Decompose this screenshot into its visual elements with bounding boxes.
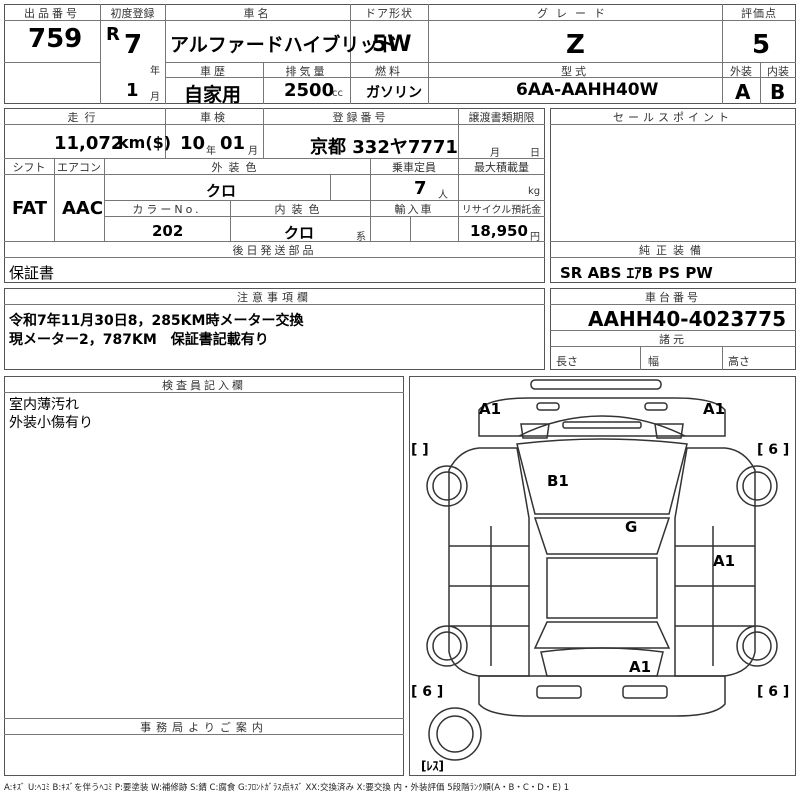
capacity: 7	[414, 178, 427, 199]
inspection-year-unit: 年	[206, 146, 216, 157]
interior-label: 内装	[767, 65, 789, 78]
vehicle-details-block	[4, 108, 545, 283]
int-color-label: 内装色	[274, 203, 326, 216]
mileage-unit: km($)	[118, 133, 172, 152]
shipping-label: 後日発送部品	[232, 244, 317, 257]
tire-rear-left: [ 6 ]	[411, 684, 443, 700]
model: 6AA-AAHH40W	[516, 80, 659, 100]
transfer-day-unit: 日	[530, 148, 540, 159]
notes-line-1: 令和7年11月30日8，285KM時メーター交換	[9, 313, 304, 329]
inspector-label: 検査員記入欄	[162, 379, 246, 392]
plate: 京都 332ヤ7771	[310, 137, 458, 158]
mark-g-windshield: G	[625, 518, 637, 536]
capacity-unit: 人	[438, 190, 448, 201]
era: R	[106, 24, 120, 45]
chassis-block	[550, 288, 796, 370]
history: 自家用	[184, 84, 242, 106]
history-label: 車歴	[200, 65, 228, 78]
recycle: 18,950	[470, 222, 528, 240]
lot-label: 出品番号	[24, 7, 80, 20]
mark-a1-right-side: A1	[713, 552, 735, 570]
first-reg-month: 1	[126, 80, 139, 101]
legend: A:ｷｽﾞ U:ﾍｺﾐ B:ｷｽﾞを伴うﾍｺﾐ P:要塗装 W:補修跡 S:錆 …	[4, 783, 570, 793]
lot-number: 759	[28, 24, 83, 54]
ext-color: クロ	[206, 182, 237, 200]
transfer-month-unit: 月	[490, 148, 500, 159]
door: 5W	[372, 32, 412, 57]
tire-front-left: [ ]	[411, 442, 429, 458]
plate-label: 登録番号	[332, 111, 389, 124]
mileage: 11,072	[54, 133, 124, 154]
car-name-label: 車名	[243, 7, 272, 20]
mileage-label: 走行	[67, 111, 102, 124]
sales-points-label: セールスポイント	[613, 111, 733, 124]
mark-a1-front-right: A1	[703, 400, 725, 418]
shift: FAT	[12, 198, 48, 219]
capacity-label: 乗車定員	[392, 161, 436, 174]
damage-diagram-frame	[409, 376, 796, 776]
score: 5	[752, 30, 771, 60]
fuel-label: 燃料	[375, 65, 403, 78]
load-label: 最大積載量	[474, 161, 529, 174]
displacement: 2500	[284, 80, 335, 101]
mark-a1-rear: A1	[629, 658, 651, 676]
color-no-label: カラーNo.	[132, 203, 202, 216]
exterior-label: 外装	[730, 65, 752, 78]
chassis-label: 車台番号	[645, 291, 701, 304]
score-label: 評価点	[741, 7, 777, 20]
equipment-value: SR ABS ｴｱB PS PW	[560, 264, 713, 282]
tire-rear-right: [ 6 ]	[757, 684, 789, 700]
inspection-month-unit: 月	[248, 146, 258, 157]
equipment-label: 純正装備	[639, 244, 707, 257]
color-no: 202	[152, 222, 184, 240]
recycle-label: リサイクル預託金	[461, 205, 542, 216]
dims-label: 諸元	[659, 333, 687, 346]
ext-color-label: 外装色	[211, 161, 263, 174]
inspection-year: 10	[180, 133, 206, 154]
inspection-month: 01	[220, 133, 246, 154]
displacement-label: 排気量	[285, 65, 328, 78]
ac-label: エアコン	[57, 161, 101, 174]
inspection-label: 車検	[200, 111, 228, 124]
shift-label: シフト	[12, 161, 46, 174]
chassis-number: AAHH40-4023775	[588, 307, 786, 331]
interior-grade: B	[770, 80, 786, 104]
fuel: ガソリン	[366, 85, 422, 101]
height-label: 高さ	[728, 355, 750, 368]
grade: Z	[566, 30, 585, 60]
recycle-unit: 円	[530, 232, 540, 243]
notes-label: 注意事項欄	[237, 291, 312, 304]
import-label: 輸入車	[394, 203, 434, 216]
month-unit: 月	[150, 92, 160, 103]
notes-block	[4, 288, 545, 370]
int-color-unit: 系	[356, 232, 366, 243]
car-damage-diagram: A1 A1 B1 G A1 A1 [ ] [ 6 ] [ 6 ] [ 6 ] […	[411, 379, 789, 773]
tire-spare: [ﾚｽ]	[421, 759, 444, 773]
exterior-grade: A	[735, 80, 751, 104]
first-reg-label: 初度登録	[110, 7, 155, 20]
int-color: クロ	[284, 224, 315, 242]
displacement-unit: cc	[332, 88, 343, 99]
sales-points-block	[550, 108, 796, 283]
model-label: 型式	[561, 65, 589, 78]
mark-a1-front-left: A1	[479, 400, 501, 418]
length-label: 長さ	[556, 355, 578, 368]
load-unit: kg	[528, 186, 541, 197]
tire-front-right: [ 6 ]	[757, 442, 789, 458]
ac: AAC	[62, 198, 104, 219]
car-name: アルファードハイブリッド	[170, 34, 398, 56]
transfer-label: 譲渡書類期限	[468, 111, 535, 124]
shipping-value: 保証書	[9, 264, 55, 282]
inspector-block	[4, 376, 404, 776]
first-reg-year: 7	[124, 30, 143, 60]
door-label: ドア形状	[365, 7, 413, 20]
inspector-line-1: 室内薄汚れ	[9, 397, 79, 413]
mark-b1-hood: B1	[547, 472, 569, 490]
year-unit: 年	[150, 66, 160, 77]
notes-line-2: 現メーター2，787KM 保証書記載有り	[9, 332, 269, 348]
grade-label: グレード	[537, 7, 613, 20]
office-label: 事務局よりご案内	[140, 721, 268, 734]
width-label: 幅	[648, 355, 659, 368]
inspector-line-2: 外装小傷有り	[9, 415, 93, 431]
